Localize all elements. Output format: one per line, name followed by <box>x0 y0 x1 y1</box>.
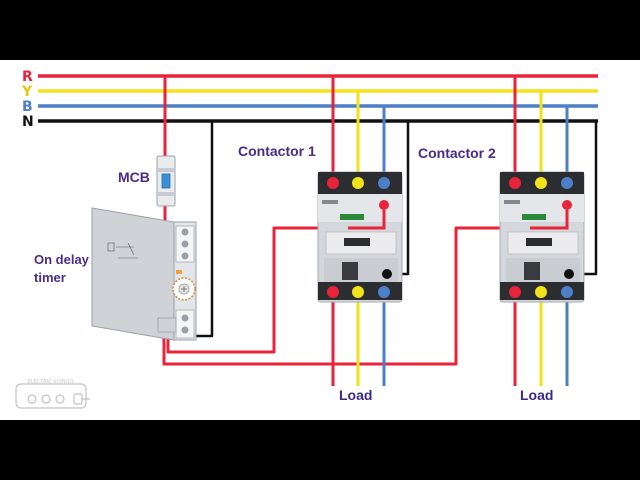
contactor-2-coil-a2 <box>564 269 574 279</box>
wire-c1-coil-link <box>348 210 386 230</box>
phase-n-label: N <box>22 114 34 130</box>
contactor-1-terminal-t1 <box>327 286 339 298</box>
phase-r-label: R <box>22 69 33 85</box>
contactor-1 <box>317 171 403 303</box>
contactor-2-terminal-t2 <box>535 286 547 298</box>
svg-text:ELECTRIC SCHOOL: ELECTRIC SCHOOL <box>28 379 75 385</box>
mcb-toggle-icon <box>161 173 171 189</box>
contactor-2-label: Contactor 2 <box>418 145 496 161</box>
contactor-2-brand-badge-icon <box>522 214 546 220</box>
phase-b-label: B <box>22 99 33 115</box>
contactor-2-terminal-l1 <box>509 177 521 189</box>
timer-schematic-icon <box>107 242 138 259</box>
plug-icon <box>73 393 90 405</box>
load-1-label: Load <box>339 387 372 403</box>
on-delay-timer <box>91 207 197 341</box>
mcb-label: MCB <box>118 169 150 185</box>
contactor-1-coil-a1 <box>379 200 389 210</box>
contactor-1-coil-a2 <box>382 269 392 279</box>
contactor-1-terminal-t3 <box>378 286 390 298</box>
contactor-1-terminal-t2 <box>352 286 364 298</box>
contactor-2 <box>499 171 585 303</box>
phase-y-label: Y <box>21 84 33 100</box>
contactor-2-terminal-t3 <box>561 286 573 298</box>
contactor-1-brand-badge-icon <box>340 214 364 220</box>
contactor-2-terminal-l2 <box>535 177 547 189</box>
mcb-breaker <box>156 155 176 207</box>
timer-label: On delay timer <box>34 252 93 285</box>
contactor-1-terminal-l2 <box>352 177 364 189</box>
contactor-2-terminal-t1 <box>509 286 521 298</box>
load-2-label: Load <box>520 387 553 403</box>
supply-bus <box>38 74 598 123</box>
contactor-1-label: Contactor 1 <box>238 143 316 159</box>
wire-c2-coil-link <box>530 210 569 230</box>
contactor-2-terminal-l3 <box>561 177 573 189</box>
contactor-1-terminal-l1 <box>327 177 339 189</box>
electric-school-logo-icon: ELECTRIC SCHOOL <box>15 379 90 409</box>
contactor-1-terminal-l3 <box>378 177 390 189</box>
contactor-2-coil-a1 <box>562 200 572 210</box>
